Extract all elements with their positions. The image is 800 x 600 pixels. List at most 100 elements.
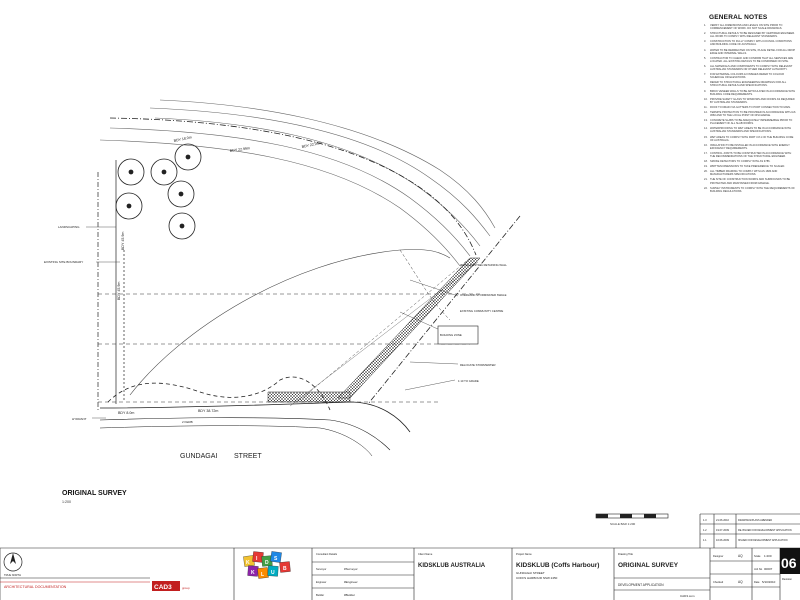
existing-retaining-label: INLINE EXISTING RETAINING WALL: [460, 263, 507, 267]
surveyor-value: #Surveyor: [344, 567, 358, 571]
note-item: 9.BRICK VENEER WALLS TO BE ARTICULATED I…: [704, 89, 796, 96]
kerb-label: 2 KERB: [182, 420, 193, 424]
client-name: KIDSKLUB AUSTRALIA: [418, 563, 486, 569]
designer-value: AQ: [738, 554, 743, 558]
surveyor-label: Surveyor: [316, 567, 327, 571]
revision-2-id: 1.2: [703, 528, 707, 532]
note-item: 17.CONTROL JOINTS TO BE CONSTRUCTED IN A…: [704, 151, 792, 158]
bdy-top-label-3: BDY 22.95m: [301, 141, 322, 149]
note-item: 6.ALL MATERIALS AND COMPONENTS TO COMPLY…: [704, 64, 793, 72]
view-title: ORIGINAL SURVEY: [62, 490, 127, 497]
title-block-grid: [0, 513, 800, 600]
building-zone-label: BUILDING ZONE: [440, 333, 462, 337]
bdy-top-label-1: BDY 18.0m: [173, 135, 192, 143]
checked-value: AQ: [738, 580, 743, 584]
bdy-mid-label: BDY 45.9m: [121, 232, 125, 250]
scale-label: Scale: [754, 554, 761, 558]
tree-symbols: [115, 143, 202, 240]
relocate-stormwater-label: RELOCATE STORMWATER: [460, 363, 495, 367]
site-boundary-right: [367, 215, 521, 405]
builder-label: Builder: [316, 593, 324, 597]
logo-letter-8: B: [283, 566, 287, 572]
street-name-right: STREET: [234, 453, 262, 460]
revision-1-id: 1.3: [703, 518, 707, 522]
note-item: 18.SMOKE DETECTORS TO COMPLY WITH AS 378…: [704, 160, 771, 164]
scale-bar-caption: SCALE BAR 1:200: [610, 522, 636, 526]
north-arrow-icon: [3, 552, 23, 572]
consultant-label: Consultant Details: [316, 552, 338, 556]
project-label: Project Name: [516, 552, 532, 556]
existing-community-label: EXISTING COMMUNITY CENTRE: [460, 309, 503, 313]
note-item: 4.WATER TO BE REDIRECTED ON SITE, PLACE …: [704, 48, 796, 55]
cad3-brand: CAD3: [154, 584, 172, 591]
note-item: 10.PROVIDE SAFETY GLASS TO WINDOWS AND D…: [704, 97, 795, 104]
existing-site-boundary-label: EXISTING SITE BOUNDARY: [44, 260, 83, 264]
client-label: Client Name: [418, 552, 433, 556]
logo-letter-4: S: [274, 556, 278, 562]
engineer-value: #Engineer: [344, 580, 358, 584]
bdy-left-label: BDY 45.9m: [117, 282, 121, 300]
general-notes-title: GENERAL NOTES: [709, 14, 768, 21]
note-item: 5.CONTRACTOR TO CHECK AND CONFIRM THAT A…: [704, 56, 794, 63]
level-note-label: 1:10 TO GRADE: [458, 379, 479, 383]
note-item: 2.STRUCTURAL DETAILS TO BE DESIGNED BY C…: [704, 32, 795, 39]
revision-1-date: 21.06.2010: [716, 518, 730, 522]
note-item: 13.CONCRETE SLABS TO BE ADEQUATELY IMPER…: [704, 119, 793, 126]
project-address-2: COFFS HARBOUR NSW 2450: [516, 576, 558, 580]
logo-letter-6: L: [261, 572, 264, 578]
note-item: 12.TERMITE PROTECTION TO BE PROVIDED IN …: [704, 110, 796, 118]
note-item: 8.REFER TO STRUCTURAL ENGINEERING DRAWIN…: [704, 81, 787, 88]
logo-letter-3: D: [265, 560, 269, 566]
site-boundary-top: [109, 117, 477, 256]
note-item: 16.INSULATION TO BE INSTALLED IN ACCORDA…: [704, 143, 790, 150]
architect-footer: ARCHITECTURAL DOCUMENTATION: [4, 585, 67, 589]
logo-letter-1: K: [246, 560, 250, 566]
overland-swale-label: OVERLAND STORMWATER SWALE: [460, 293, 507, 297]
date-label: Date: [754, 580, 760, 584]
revision-2-desc: RE-ISSUED FOR DEVELOPMENT APPLICATION: [738, 529, 792, 532]
street-name-left: GUNDAGAI: [180, 453, 217, 460]
revision-3-date: 16.06.2009: [716, 538, 730, 542]
builder-value: #Builder: [344, 593, 355, 597]
note-item: 19.WRITTEN DIMENSIONS TO TAKE PREFERENCE…: [704, 165, 785, 169]
note-item: 15.WET AREAS TO COMPLY WITH PART 3.8.1 O…: [704, 135, 794, 142]
revision-2-date: 19.07.2009: [716, 528, 730, 532]
project-name: KIDSKLUB (Coffs Harbour): [516, 562, 599, 569]
landscaping-label: LANDSCAPING: [58, 225, 80, 229]
note-item: 22.SURVEY INSTRUMENTS TO COMPLY WITH THE…: [704, 186, 795, 193]
kidsklub-logo: K I D S K L U B: [243, 551, 291, 579]
note-item: 7.FOR EXTERNAL COLOURS & FINISHES REFER …: [704, 73, 785, 80]
north-label: TRUE NORTH: [4, 573, 21, 577]
revision-3-desc: ISSUED FOR DEVELOPMENT APPLICATION: [738, 539, 788, 542]
note-item: 1.VERIFY ALL DIMENSIONS AND LEVELS ON SI…: [704, 24, 783, 31]
cad3-suffix: group: [182, 586, 190, 590]
job-label: Job No: [754, 567, 763, 571]
note-item: 14.WATERPROOFING TO WET AREAS TO BE IN A…: [704, 127, 792, 134]
contour-lines: [99, 99, 496, 267]
web-address: CAD3.com: [680, 594, 695, 598]
revision-label: Revision: [782, 577, 793, 581]
scale-value: 1:200: [764, 554, 772, 558]
job-value: 00007: [764, 567, 773, 571]
contour-mound-2: [399, 249, 451, 321]
checked-label: Checked: [713, 580, 724, 584]
drawing-title: ORIGINAL SURVEY: [618, 562, 679, 569]
drawing-title-label: Drawing Title: [618, 552, 634, 556]
site-left-boundary: [97, 160, 125, 412]
date-value: 5/10/2010: [762, 580, 776, 584]
revision-1-desc: DRAWINGS/PLANS AMENDED: [738, 519, 772, 522]
designer-label: Designer: [713, 554, 724, 558]
cad3-logo-block: [152, 581, 180, 591]
logo-letter-2: I: [256, 556, 258, 562]
note-item: 20.ALL TIMBER FRAMING TO COMPLY WITH AS …: [704, 170, 778, 177]
hydrant-label: HYDRANT: [72, 417, 87, 421]
sheet-number-block: [780, 548, 800, 574]
note-item: 21.THE SITE OF CONSTRUCTION WORKS AND SU…: [704, 178, 791, 185]
general-notes: GENERAL NOTES 1.VERIFY ALL DIMENSIONS AN…: [704, 14, 796, 310]
logo-letter-5: K: [251, 570, 255, 576]
view-scale: 1:200: [62, 500, 71, 504]
building-zone-box: [437, 325, 479, 345]
revision-3-id: 1.1: [703, 538, 707, 542]
bdy-bottom-label-1: BDY 8.0m: [118, 411, 134, 415]
